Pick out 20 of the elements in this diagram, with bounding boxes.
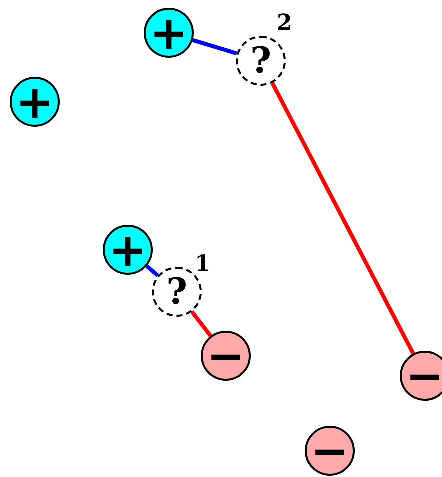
connector-line (146, 264, 160, 278)
number-label: 2 (277, 12, 292, 34)
plus-sign: + (16, 79, 54, 125)
plus-circle (10, 77, 60, 127)
question-mark: ? (166, 274, 188, 310)
plus-sign: + (150, 10, 188, 56)
question-mark: ? (250, 43, 272, 79)
minus-circle (305, 426, 355, 476)
connector-line (270, 82, 416, 355)
minus-sign: − (406, 353, 442, 399)
minus-sign: − (206, 333, 246, 379)
connector-line (192, 38, 238, 56)
plus-circle (144, 8, 194, 58)
minus-circle (201, 331, 251, 381)
plus-circle (103, 225, 153, 275)
number-label: 1 (195, 253, 210, 275)
minus-sign: − (310, 428, 350, 474)
connector-line (190, 310, 212, 338)
plus-sign: + (108, 227, 148, 273)
minus-circle (400, 351, 442, 401)
